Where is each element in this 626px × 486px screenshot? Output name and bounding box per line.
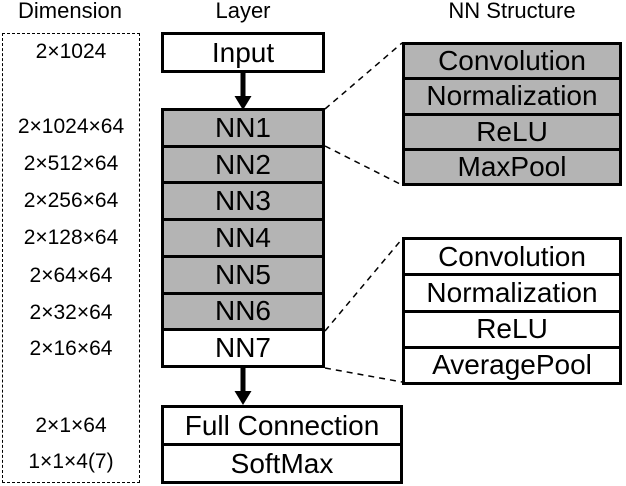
structure-bottom-row-normalization: Normalization xyxy=(405,276,619,313)
arrow-nn7-to-fullconnection-icon xyxy=(234,368,252,405)
connector-top-upper-dashed-line xyxy=(324,42,403,110)
nn-row-5: NN5 xyxy=(164,257,322,295)
full-connection-label: Full Connection xyxy=(184,409,380,441)
nn-row-6: NN6 xyxy=(164,294,322,332)
structure-top-row-relu: ReLU xyxy=(405,115,619,151)
structure-top-maxpool-label: MaxPool xyxy=(457,150,567,182)
nn-structure-column-header: NN Structure xyxy=(448,0,576,23)
nn-row-4-label: NN4 xyxy=(214,222,271,254)
connector-top-lower-dashed-line xyxy=(324,145,403,186)
nn-row-1-label: NN1 xyxy=(214,111,271,143)
structure-top-convolution-label: Convolution xyxy=(438,45,586,77)
nn-row-3: NN3 xyxy=(164,184,322,222)
arrow-input-to-nn1-icon xyxy=(234,73,252,110)
structure-top-normalization-label: Normalization xyxy=(426,80,598,112)
dimension-dashed-box xyxy=(2,33,140,483)
nn-row-7: NN7 xyxy=(164,331,322,365)
dimension-label-softmax: 1×1×4(7) xyxy=(28,450,114,473)
dimension-label-fc: 2×1×64 xyxy=(35,414,107,437)
nn-row-2: NN2 xyxy=(164,147,322,185)
nn-row-1: NN1 xyxy=(164,111,322,148)
nn-row-2-label: NN2 xyxy=(214,148,271,180)
structure-bottom-row-averagepool: AveragePool xyxy=(405,348,619,382)
nn-row-6-label: NN6 xyxy=(214,295,271,327)
structure-bottom-convolution-label: Convolution xyxy=(438,240,586,272)
softmax-label: SoftMax xyxy=(230,447,334,479)
structure-top-row-convolution: Convolution xyxy=(405,45,619,81)
structure-top-relu-label: ReLU xyxy=(476,115,548,147)
structure-bottom-normalization-label: Normalization xyxy=(426,276,598,308)
structure-top-row-normalization: Normalization xyxy=(405,80,619,116)
input-layer-label: Input xyxy=(211,36,275,68)
dimension-label-nn7: 2×16×64 xyxy=(29,337,113,360)
dimension-column-header: Dimension xyxy=(18,0,122,23)
nn-row-5-label: NN5 xyxy=(214,258,271,290)
nn-row-7-label: NN7 xyxy=(214,332,271,364)
dimension-label-nn1: 2×1024×64 xyxy=(17,115,125,138)
layer-column-header: Layer xyxy=(215,0,271,23)
connector-bottom-upper-dashed-line xyxy=(324,238,403,332)
dimension-label-nn3: 2×256×64 xyxy=(23,189,119,212)
dimension-label-nn6: 2×32×64 xyxy=(29,301,113,324)
softmax-box: SoftMax xyxy=(164,446,400,481)
full-connection-box: Full Connection xyxy=(164,408,400,446)
structure-box-maxpool: Convolution Normalization ReLU MaxPool xyxy=(402,42,622,186)
input-layer-box: Input xyxy=(161,32,325,73)
structure-box-averagepool: Convolution Normalization ReLU AveragePo… xyxy=(402,237,622,385)
dimension-label-input: 2×1024 xyxy=(35,40,107,63)
dimension-label-nn4: 2×128×64 xyxy=(23,226,119,249)
nn-row-3-label: NN3 xyxy=(214,185,271,217)
structure-bottom-row-relu: ReLU xyxy=(405,312,619,349)
structure-top-row-maxpool: MaxPool xyxy=(405,150,619,183)
structure-bottom-relu-label: ReLU xyxy=(476,313,548,345)
connector-bottom-lower-dashed-line xyxy=(324,367,403,383)
dimension-label-nn5: 2×64×64 xyxy=(29,264,113,287)
structure-bottom-row-convolution: Convolution xyxy=(405,240,619,277)
nn-layers-stack: NN1 NN2 NN3 NN4 NN5 NN6 NN7 xyxy=(161,108,325,368)
structure-bottom-averagepool-label: AveragePool xyxy=(432,349,592,381)
output-layers-stack: Full Connection SoftMax xyxy=(161,405,403,484)
nn-row-4: NN4 xyxy=(164,221,322,258)
dimension-label-nn2: 2×512×64 xyxy=(23,152,119,175)
